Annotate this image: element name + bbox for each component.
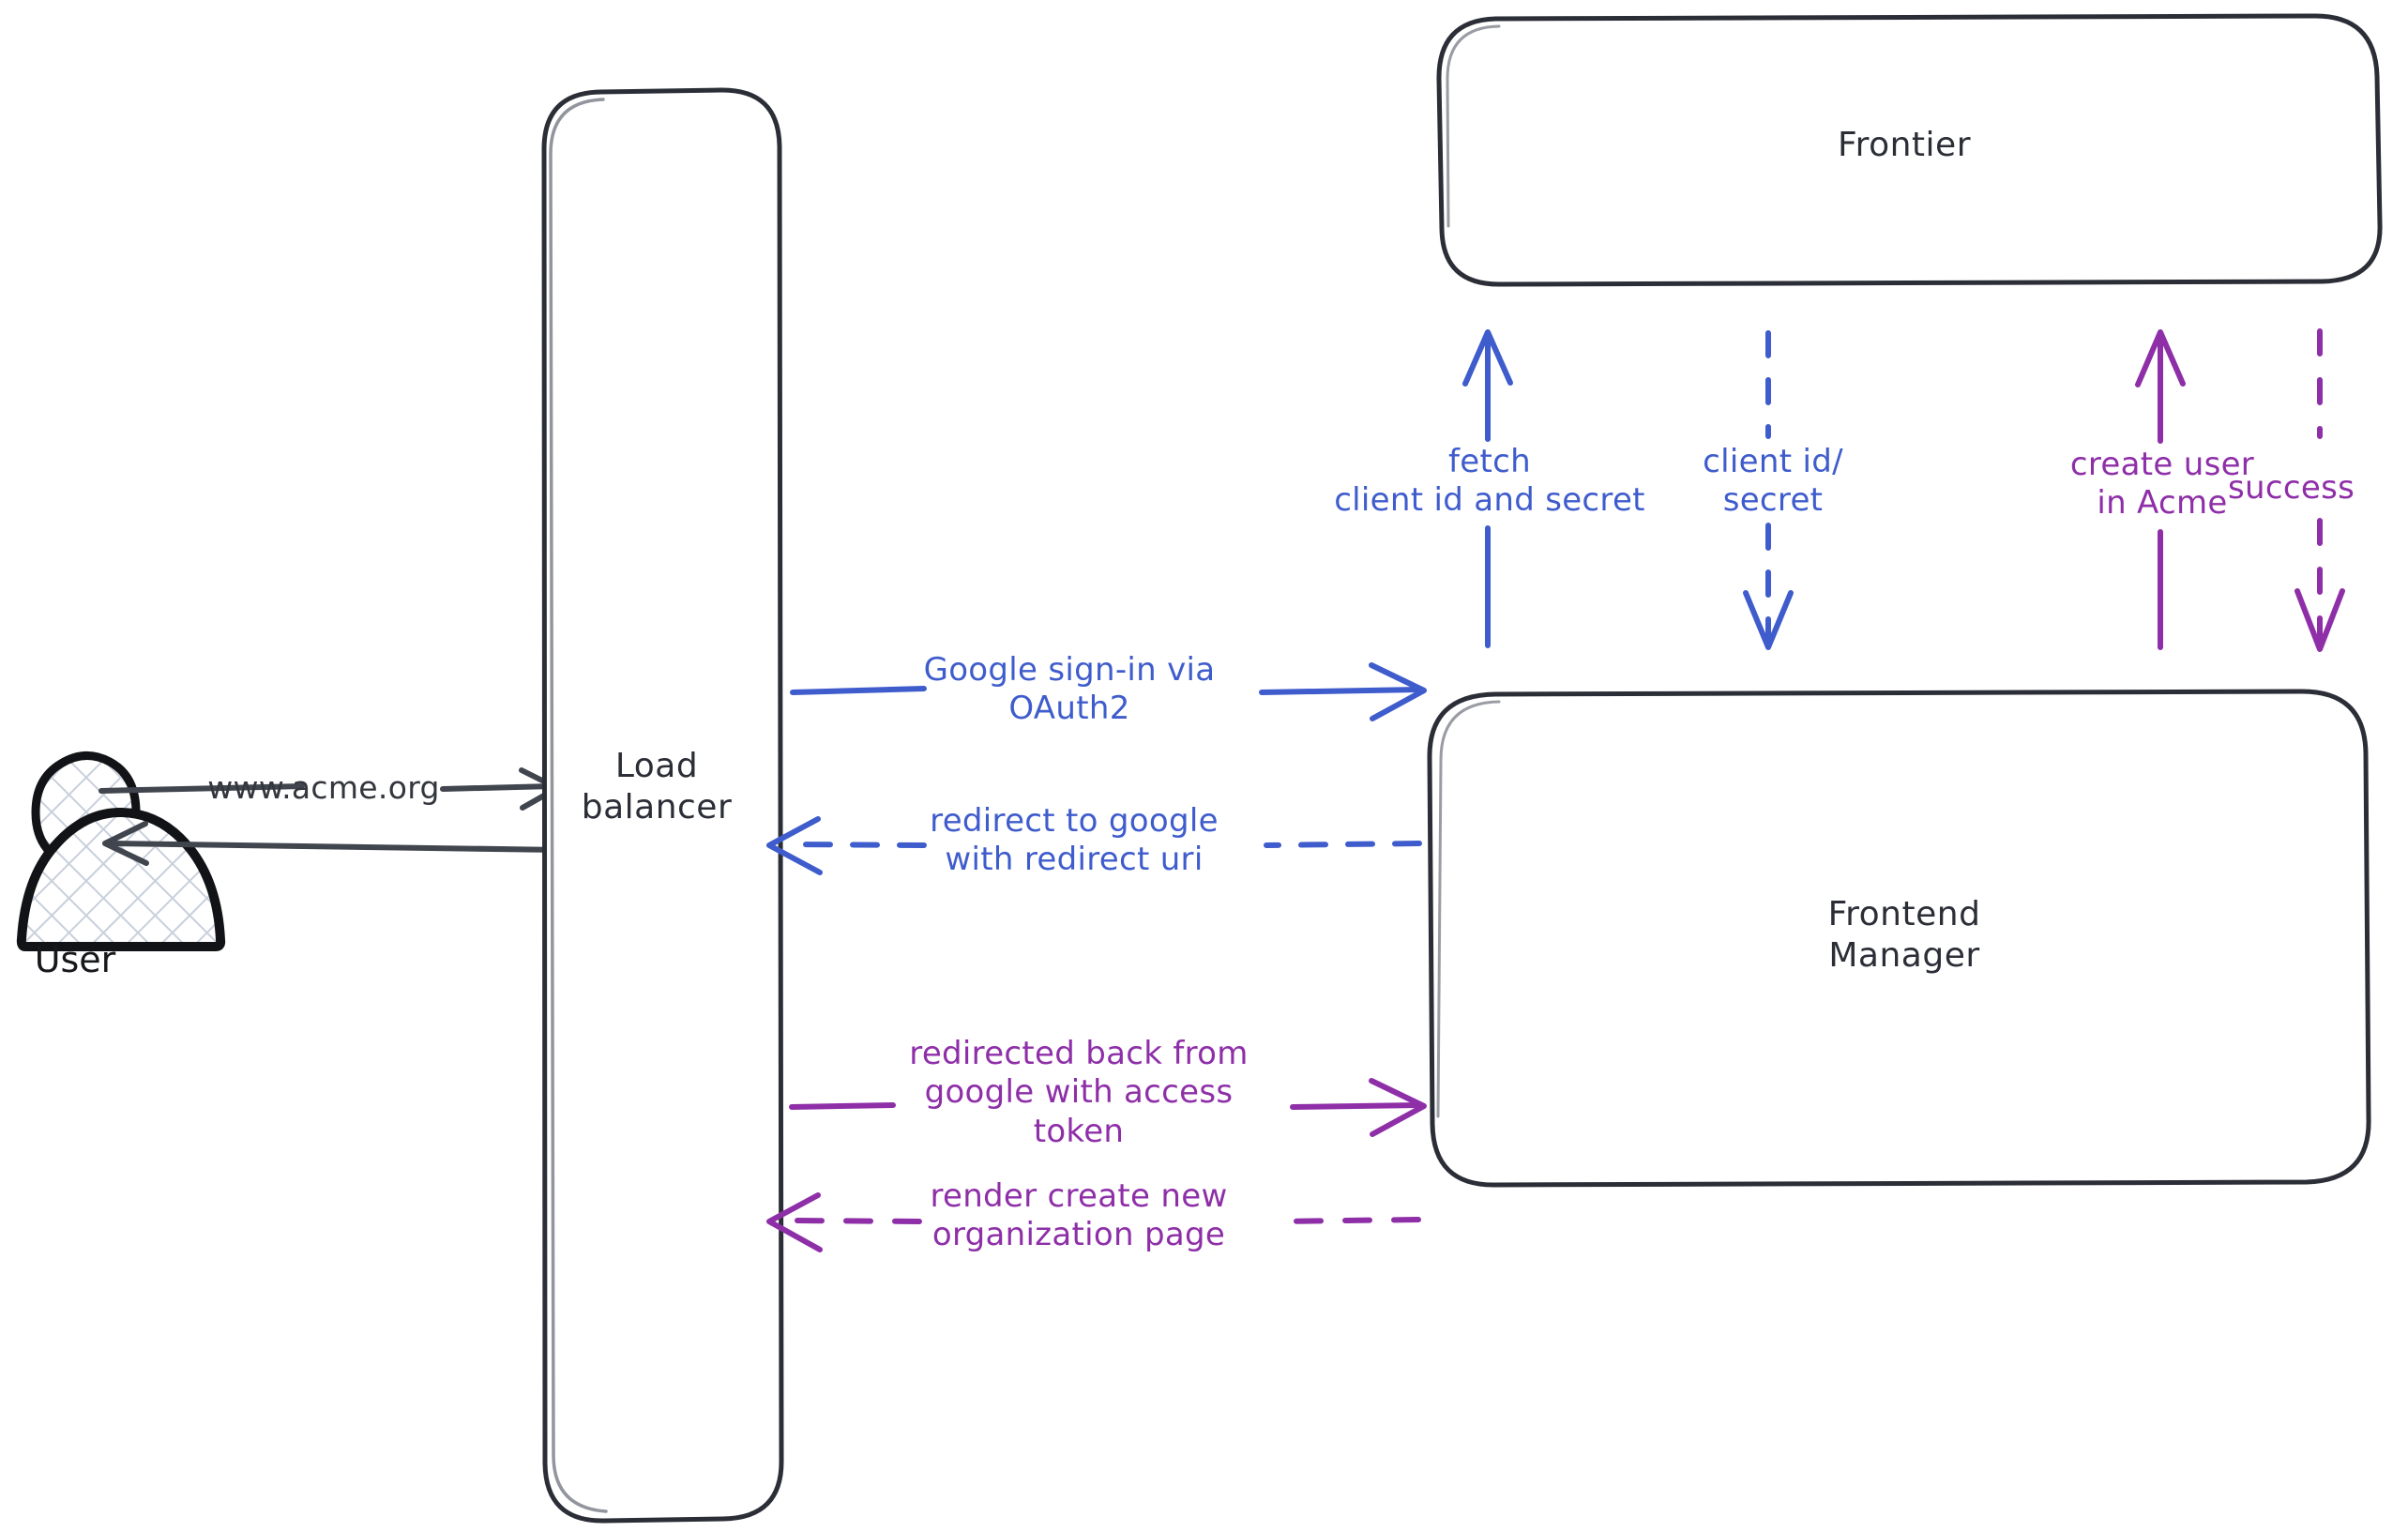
node-load-balancer[interactable] — [541, 87, 784, 1524]
edge-create-user-in-acme — [2135, 329, 2186, 650]
edge-load-balancer-to-user — [102, 821, 564, 866]
edge-render-create-org — [766, 1192, 1421, 1252]
edge-fetch-client-id-secret — [1462, 329, 1513, 648]
edge-redirected-back — [789, 1078, 1427, 1137]
edge-redirect-to-google — [766, 816, 1422, 875]
node-frontier[interactable] — [1436, 13, 2383, 287]
edge-user-to-load-balancer — [98, 767, 560, 811]
edge-google-signin — [790, 662, 1427, 721]
node-frontend-manager[interactable] — [1427, 689, 2371, 1188]
edge-client-id-secret — [1743, 330, 1794, 650]
edge-success — [2294, 328, 2345, 652]
